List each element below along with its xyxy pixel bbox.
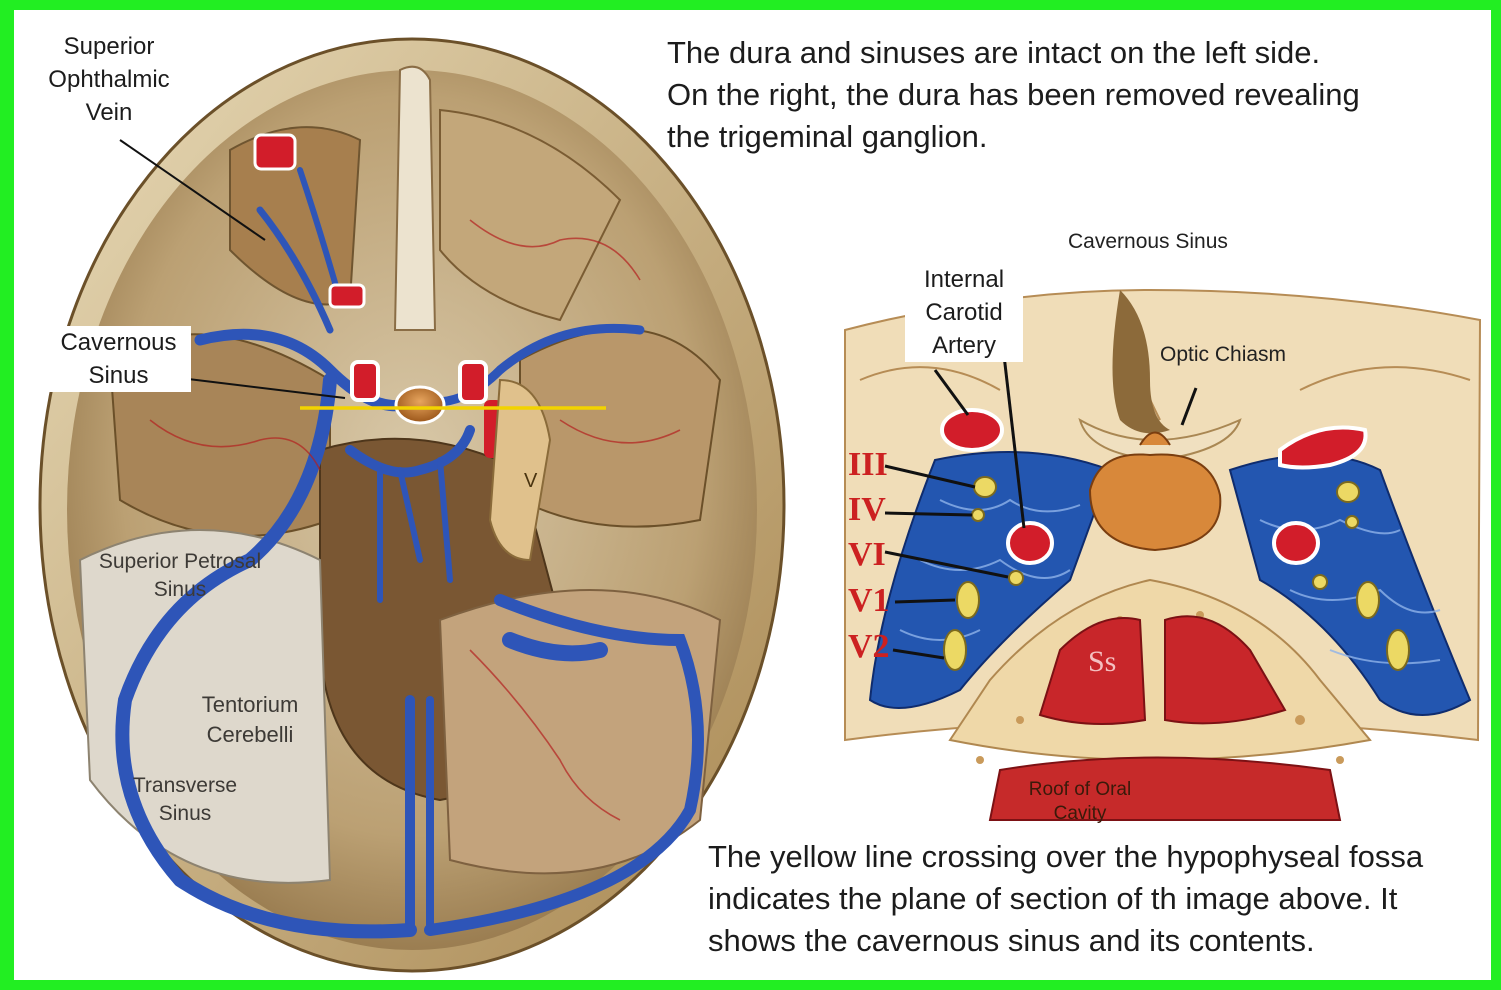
top-caption-line-3: the trigeminal ganglion. — [667, 116, 1360, 158]
label-line: Superior — [34, 30, 184, 63]
label-line: Transverse — [120, 772, 250, 800]
label-line: Sinus — [80, 576, 280, 604]
bottom-caption-line-3: shows the cavernous sinus and its conten… — [708, 920, 1423, 962]
label-nerve-vi: VI — [848, 536, 886, 574]
label-tentorium-cerebelli: Tentorium Cerebelli — [180, 690, 320, 750]
label-line: Sinus — [120, 800, 250, 828]
label-line: Superior Petrosal — [80, 548, 280, 576]
skull-base-illustration — [40, 39, 784, 971]
label-internal-carotid-artery: Internal Carotid Artery — [905, 263, 1023, 362]
top-caption-line-2: On the right, the dura has been removed … — [667, 74, 1360, 116]
label-nerve-v1: V1 — [848, 582, 890, 620]
label-trigeminal-v: V — [524, 470, 537, 493]
label-line: Artery — [905, 329, 1023, 362]
top-caption: The dura and sinuses are intact on the l… — [667, 32, 1360, 158]
label-line: Sinus — [46, 359, 191, 392]
label-superior-ophthalmic-vein: Superior Ophthalmic Vein — [34, 30, 184, 129]
bottom-caption: The yellow line crossing over the hypoph… — [708, 836, 1423, 962]
cavernous-sinus-section-illustration — [845, 290, 1480, 820]
label-line: Roof of Oral — [1000, 778, 1160, 802]
label-nerve-iv: IV — [848, 491, 886, 529]
bottom-caption-line-1: The yellow line crossing over the hypoph… — [708, 836, 1423, 878]
label-line: Vein — [34, 96, 184, 129]
label-sphenoid-sinus: Ss — [1088, 645, 1116, 679]
bottom-caption-line-2: indicates the plane of section of th ima… — [708, 878, 1423, 920]
label-line: Cerebelli — [180, 720, 320, 750]
label-line: Internal — [905, 263, 1023, 296]
top-caption-line-1: The dura and sinuses are intact on the l… — [667, 32, 1360, 74]
label-line: Tentorium — [180, 690, 320, 720]
label-line: Cavernous — [46, 326, 191, 359]
label-nerve-v2: V2 — [848, 628, 890, 666]
label-optic-chiasm: Optic Chiasm — [1160, 343, 1286, 367]
label-superior-petrosal-sinus: Superior Petrosal Sinus — [80, 548, 280, 604]
label-line: Carotid — [905, 296, 1023, 329]
label-line: Cavity — [1000, 802, 1160, 826]
label-section-title: Cavernous Sinus — [1068, 230, 1228, 254]
label-transverse-sinus: Transverse Sinus — [120, 772, 250, 828]
label-line: Ophthalmic — [34, 63, 184, 96]
label-roof-of-oral-cavity: Roof of Oral Cavity — [1000, 778, 1160, 826]
label-nerve-iii: III — [848, 446, 888, 484]
label-cavernous-sinus: Cavernous Sinus — [46, 326, 191, 392]
